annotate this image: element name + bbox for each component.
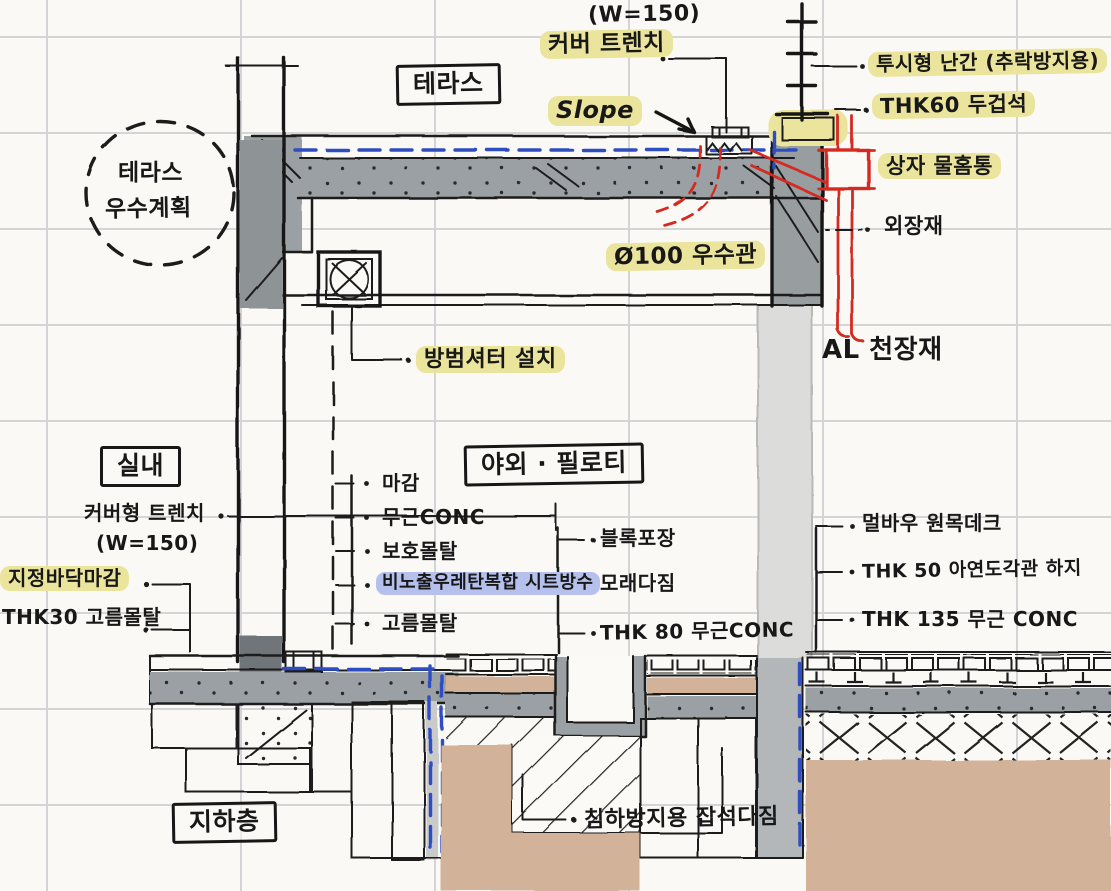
leader-lines-bottom [522, 774, 577, 823]
label-terrace-zone: 테라스 [395, 63, 501, 106]
rainwater-route-dashes [648, 144, 722, 228]
cover-trench-top-detail [705, 126, 753, 155]
drain-trench [553, 654, 647, 738]
label-cover-trench-left: 커버형 트렌치 [84, 501, 205, 525]
label-al-ceiling: AL 천장재 [822, 335, 943, 365]
outdoor-paving-layers [445, 653, 758, 745]
label-merbau-deck: 멀바우 원목데크 [862, 511, 1002, 535]
label-sand-compaction: 모래다짐 [600, 571, 676, 595]
label-slope: Slope [548, 96, 642, 126]
label-terrace-plan-2: 우수계획 [104, 195, 192, 223]
label-basement-zone: 지하층 [171, 801, 277, 844]
label-plain-concrete: 무근CONC [382, 505, 485, 529]
label-security-shutter: 방범셔터 설치 [416, 346, 565, 374]
label-terrace-plan-1: 테라스 [118, 160, 183, 186]
label-block-paving: 블록포장 [600, 526, 676, 550]
indoor-floor-slab [148, 651, 460, 706]
label-box-gutter: 상자 물홈통 [878, 153, 1001, 180]
label-designated-floor-finish: 지정바닥마감 [0, 566, 130, 591]
soil [441, 745, 1111, 891]
rain-pipe-red [748, 114, 876, 343]
label-thk80-plain-concrete: THK 80 무근CONC [599, 617, 795, 645]
label-outdoor-piloti-zone: 야외 · 필로티 [463, 442, 645, 487]
right-foundation-wall [639, 657, 804, 859]
label-width-note-top: (W=150) [587, 1, 701, 28]
label-coping: THK60 두겁석 [871, 90, 1036, 120]
label-width-note-left: (W=150) [96, 531, 199, 555]
slope-arrow [654, 110, 696, 134]
piloti-column [757, 306, 813, 658]
leader-lines-top [351, 55, 871, 364]
terrace-plan-bubble [84, 119, 236, 267]
terrace-slab-structure [238, 134, 824, 306]
wood-deck-layers [805, 651, 1111, 760]
railing [774, 2, 830, 122]
label-see-through-railing: 투시형 난간 (추락방지용) [867, 47, 1108, 78]
label-indoor-zone: 실내 [100, 446, 182, 487]
label-rain-pipe: Ø100 우수관 [605, 240, 766, 272]
security-shutter-box [316, 250, 382, 308]
parapet-coping [768, 110, 848, 308]
label-thk50-steel-base: THK 50 아연도각관 하지 [861, 557, 1082, 583]
label-protective-mortar: 보호몰탈 [382, 539, 458, 563]
label-thk135-plain-concrete: THK 135 무근 CONC [862, 607, 1078, 631]
label-leveling-mortar-left: THK30 고름몰탈 [2, 605, 162, 629]
rubble-insulation [151, 703, 353, 793]
label-finish: 마감 [382, 471, 420, 495]
label-sheet-waterproofing: 비노출우레탄복합 시트방수 [376, 572, 600, 595]
label-leveling-mortar: 고름몰탈 [382, 611, 458, 635]
label-settlement-rubble: 침하방지용 잡석다짐 [583, 804, 780, 833]
label-cover-trench-top: 커버 트렌치 [539, 28, 674, 60]
crushed-stone-zone [511, 736, 723, 834]
label-exterior-finish: 외장재 [884, 214, 944, 238]
foundation-footing [237, 703, 313, 765]
